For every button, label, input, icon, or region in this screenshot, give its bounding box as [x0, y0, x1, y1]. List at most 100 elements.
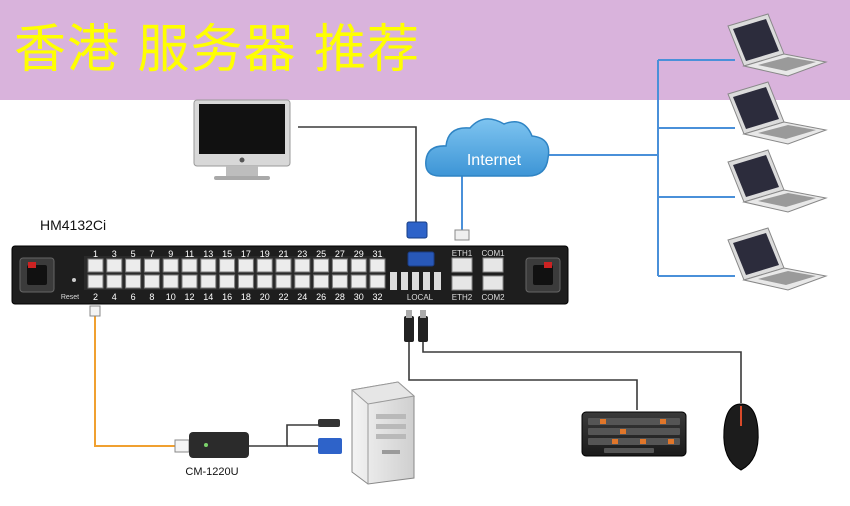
- port-number-label: 22: [278, 292, 288, 302]
- rj45-port-12: [181, 274, 198, 289]
- network-lines: [461, 59, 735, 277]
- rj45-port-27: [331, 258, 348, 273]
- port-number-label: 20: [260, 292, 270, 302]
- laptop-3-icon: [727, 149, 828, 213]
- rj45-plug-icon: [454, 229, 470, 241]
- port-number-label: 10: [166, 292, 176, 302]
- laptop-4-icon: [727, 227, 828, 291]
- vga-usb-connectors-icon: [318, 419, 342, 454]
- laptop-1-icon: [727, 13, 828, 77]
- adapter-to-server-line: [248, 424, 318, 447]
- rj45-port-23: [294, 258, 311, 273]
- usb-port-3-icon: [412, 272, 419, 290]
- rj45-port-25: [313, 258, 330, 273]
- port-number-label: 6: [131, 292, 136, 302]
- com2-label: COM2: [481, 293, 505, 302]
- eth2-port-icon: [451, 275, 473, 291]
- port-number-label: 5: [131, 249, 136, 259]
- port-number-label: 16: [222, 292, 232, 302]
- rj45-port-1: [87, 258, 104, 273]
- rj45-port-15: [219, 258, 236, 273]
- rj45-port-26: [313, 274, 330, 289]
- port-number-label: 29: [354, 249, 364, 259]
- kvm-to-keyboard-line: [408, 340, 638, 410]
- usb-plugs-icon: [404, 310, 428, 342]
- port-number-label: 11: [185, 249, 194, 259]
- rj45-port-20: [256, 274, 273, 289]
- port-number-label: 31: [372, 249, 382, 259]
- rj45-port-13: [200, 258, 217, 273]
- laptop-2-icon: [727, 81, 828, 145]
- keyboard-icon: [581, 411, 687, 457]
- rj45-port-18: [237, 274, 254, 289]
- rj45-port-5: [125, 258, 142, 273]
- rj45-port-10: [162, 274, 179, 289]
- vga-port-icon: [407, 251, 435, 267]
- network-port-panel: [451, 257, 504, 291]
- server-tower-icon: [350, 381, 416, 485]
- usb-port-5-icon: [434, 272, 441, 290]
- kvm-to-mouse-line: [422, 340, 742, 403]
- cloud-label: Internet: [467, 152, 522, 169]
- port-number-label: 3: [112, 249, 117, 259]
- rj45-port-19: [256, 258, 273, 273]
- rj45-port-17: [237, 258, 254, 273]
- monitor-icon: [193, 99, 291, 180]
- rj45-port-30: [350, 274, 367, 289]
- port-number-label: 25: [316, 249, 326, 259]
- port-number-label: 17: [241, 249, 251, 259]
- reset-label: Reset: [61, 294, 79, 301]
- rj45-port-14: [200, 274, 217, 289]
- internet-cloud-icon: Internet: [425, 118, 550, 177]
- mouse-icon: [723, 403, 759, 471]
- port-number-label: 19: [260, 249, 270, 259]
- port-number-label: 1: [93, 249, 98, 259]
- port-number-label: 2: [93, 292, 98, 302]
- com1-label: COM1: [481, 249, 505, 258]
- device-model-label: HM4132Ci: [40, 217, 106, 233]
- local-console-panel: [390, 251, 441, 290]
- rj45-port-7: [143, 258, 160, 273]
- usb-port-2-icon: [401, 272, 408, 290]
- eth1-label: ETH1: [452, 249, 473, 258]
- local-lines: [248, 126, 742, 447]
- rj45-port-3: [106, 258, 123, 273]
- local-label: LOCAL: [407, 293, 434, 302]
- rj45-port-28: [331, 274, 348, 289]
- usb-port-1-icon: [390, 272, 397, 290]
- port-number-label: 24: [297, 292, 307, 302]
- port-number-labels: 1234567891011121314151617181920212223242…: [93, 249, 383, 302]
- rj45-port-8: [143, 274, 160, 289]
- port-number-label: 4: [112, 292, 117, 302]
- port-number-label: 13: [203, 249, 213, 259]
- rj45-port-24: [294, 274, 311, 289]
- rj45-port-grid: [87, 258, 386, 289]
- eth2-label: ETH2: [452, 293, 473, 302]
- port-number-label: 14: [203, 292, 213, 302]
- port-number-label: 15: [222, 249, 232, 259]
- rj45-port-29: [350, 258, 367, 273]
- port-number-label: 27: [335, 249, 345, 259]
- port-number-label: 30: [354, 292, 364, 302]
- cm-1220u-adapter-icon: [174, 432, 249, 458]
- rj45-port-31: [369, 258, 386, 273]
- vga-connector-icon: [406, 221, 428, 239]
- rj45-port-16: [219, 274, 236, 289]
- rj45-port-2: [87, 274, 104, 289]
- monitor-to-kvm-line: [298, 126, 417, 222]
- power-socket-right-icon: [525, 257, 561, 293]
- rj45-port-22: [275, 274, 292, 289]
- com1-port-icon: [482, 257, 504, 273]
- port-number-label: 28: [335, 292, 345, 302]
- rj45-port-6: [125, 274, 142, 289]
- rj45-port-9: [162, 258, 179, 273]
- usb-port-4-icon: [423, 272, 430, 290]
- serial-plug-icon: [89, 305, 101, 317]
- port-number-label: 12: [184, 292, 194, 302]
- port-number-label: 21: [278, 249, 288, 259]
- adapter-label: CM-1220U: [185, 466, 238, 478]
- reset-hole: [72, 278, 76, 282]
- port-number-label: 9: [168, 249, 173, 259]
